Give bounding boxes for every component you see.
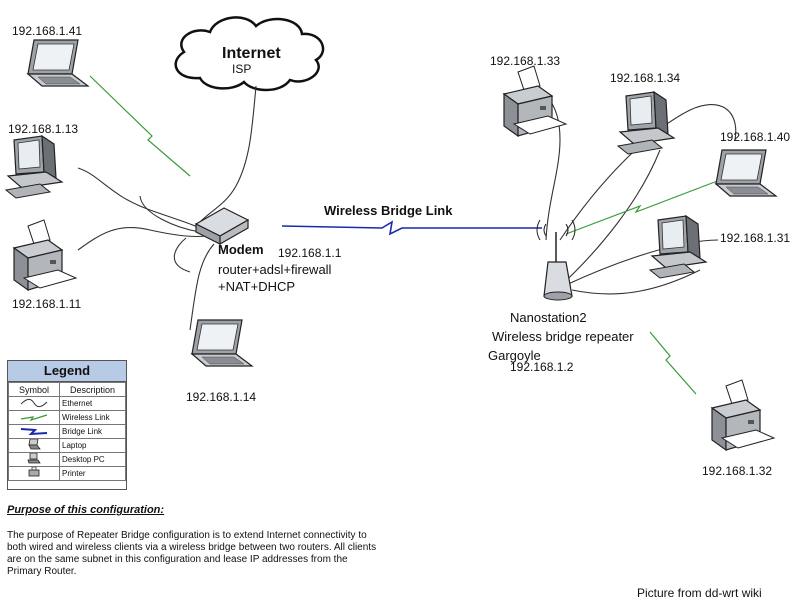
modem-label: Modem [218, 242, 264, 257]
modem-icon [194, 207, 250, 246]
laptop-symbol-icon [28, 438, 41, 450]
printer-icon [711, 379, 775, 451]
legend: Legend Symbol Description Ethernet Wirel… [7, 360, 127, 490]
bridge-link-label: Wireless Bridge Link [324, 203, 453, 218]
legend-row: Bridge Link [8, 424, 126, 439]
modem-ip-label: 192.168.1.1 [278, 246, 342, 260]
modem-desc-line2: +NAT+DHCP [218, 279, 296, 294]
internet-title: Internet [222, 45, 281, 62]
laptop-icon [191, 319, 253, 367]
purpose-text: The purpose of Repeater Bridge configura… [7, 530, 377, 577]
repeater-firmware-label: Gargoyle [488, 348, 541, 363]
ip-label-desktop-13: 192.168.1.13 [8, 122, 79, 136]
ip-label-desktop-34: 192.168.1.34 [610, 71, 681, 85]
legend-desc: Desktop PC [59, 452, 126, 467]
ip-label-laptop-14: 192.168.1.14 [186, 390, 257, 404]
repeater-desc-label: Wireless bridge repeater [492, 329, 634, 344]
ip-label-printer-11: 192.168.1.11 [12, 297, 82, 311]
legend-title: Legend [8, 361, 126, 382]
legend-row: Desktop PC [8, 452, 126, 467]
ip-label-laptop-41: 192.168.1.41 [12, 24, 83, 38]
ip-label-printer-32: 192.168.1.32 [702, 464, 773, 478]
purpose-title: Purpose of this configuration: [7, 504, 165, 516]
isp-label: ISP [232, 62, 252, 76]
internet-cloud-icon [174, 16, 325, 92]
desktop-pc-icon [649, 215, 707, 279]
legend-row: Ethernet [8, 396, 126, 411]
legend-desc: Wireless Link [59, 410, 126, 425]
repeater-name-label: Nanostation2 [510, 310, 587, 325]
legend-desc: Bridge Link [59, 424, 126, 439]
ip-label-printer-33: 192.168.1.33 [490, 54, 561, 68]
wireless-links [89, 75, 721, 395]
laptop-icon [27, 39, 89, 87]
ethernet-symbol-icon [20, 398, 48, 407]
repeater-ip-label: 192.168.1.2 [510, 360, 574, 374]
ip-label-laptop-40: 192.168.1.40 [720, 130, 791, 144]
legend-row: Printer [8, 466, 126, 481]
desktop-pc-icon [617, 91, 675, 155]
bridge-link-symbol-icon [20, 427, 48, 435]
legend-row: Laptop [8, 438, 126, 453]
ethernet-links [77, 85, 737, 331]
desktop-symbol-icon [27, 452, 41, 464]
legend-row: Wireless Link [8, 410, 126, 425]
legend-desc: Laptop [59, 438, 126, 453]
wireless-symbol-icon [20, 413, 48, 421]
printer-icon [13, 219, 77, 291]
ip-label-desktop-31: 192.168.1.31 [720, 231, 791, 245]
printer-icon [503, 65, 567, 137]
legend-desc: Ethernet [59, 396, 126, 411]
printer-symbol-icon [28, 466, 40, 477]
legend-col-symbol: Symbol [8, 382, 60, 397]
modem-desc-line1: router+adsl+firewall [218, 262, 332, 277]
legend-table: Symbol Description Ethernet Wireless Lin… [8, 382, 126, 481]
legend-desc: Printer [59, 466, 126, 481]
laptop-icon [715, 149, 777, 197]
legend-col-description: Description [59, 382, 126, 397]
desktop-pc-icon [5, 135, 63, 199]
bridge-link-line [281, 220, 542, 236]
credit-label: Picture from dd-wrt wiki [637, 586, 762, 600]
nanostation-icon [536, 219, 576, 301]
